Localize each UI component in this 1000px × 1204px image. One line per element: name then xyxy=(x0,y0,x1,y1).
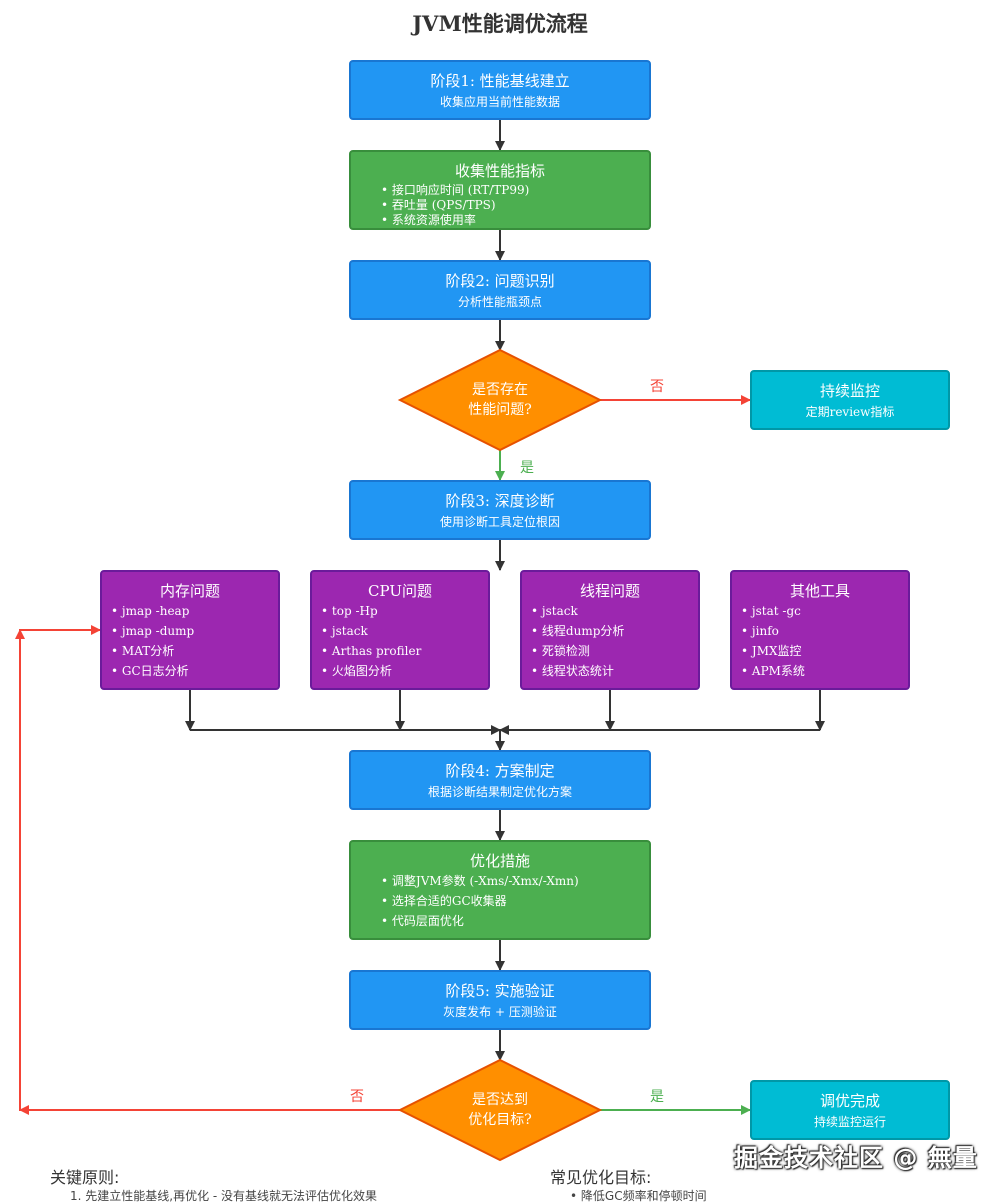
list-item: 火焰图分析 xyxy=(321,661,488,681)
thread-title: 线程问题 xyxy=(579,582,640,600)
memory-tool-list: jmap -heap jmap -dump MAT分析 GC日志分析 xyxy=(111,601,278,681)
goals-heading: 常见优化目标: xyxy=(550,1168,652,1187)
thread-tool-list: jstack 线程dump分析 死锁检测 线程状态统计 xyxy=(531,601,698,681)
monitor-subtitle: 定期review指标 xyxy=(805,405,895,419)
principles-item: 1. 先建立性能基线,再优化 - 没有基线就无法评估优化效果 xyxy=(70,1189,378,1203)
phase3-box[interactable]: 阶段3: 深度诊断 使用诊断工具定位根因 xyxy=(349,480,651,540)
decision2-no-label: 否 xyxy=(350,1089,364,1105)
list-item: jstack xyxy=(321,621,488,641)
thread-issue-box[interactable]: 线程问题 jstack 线程dump分析 死锁检测 线程状态统计 xyxy=(520,570,700,690)
monitor-title: 持续监控 xyxy=(819,382,880,400)
phase1-subtitle: 收集应用当前性能数据 xyxy=(439,95,560,109)
cpu-title: CPU问题 xyxy=(368,582,432,600)
list-item: MAT分析 xyxy=(111,641,278,661)
decision2-diamond xyxy=(397,1058,603,1162)
list-item: jstack xyxy=(531,601,698,621)
list-item: GC日志分析 xyxy=(111,661,278,681)
phase3-title: 阶段3: 深度诊断 xyxy=(445,492,555,510)
list-item: 线程状态统计 xyxy=(531,661,698,681)
decision1-text: 是否存在 性能问题? xyxy=(430,380,570,420)
decision1-diamond xyxy=(397,348,603,452)
phase4-subtitle: 根据诊断结果制定优化方案 xyxy=(427,785,572,799)
continuous-monitor-box[interactable]: 持续监控 定期review指标 xyxy=(750,370,950,430)
list-item: 调整JVM参数 (-Xms/-Xmx/-Xmn) xyxy=(381,871,649,891)
list-item: 选择合适的GC收集器 xyxy=(381,891,649,911)
list-item: top -Hp xyxy=(321,601,488,621)
list-item: 吞吐量 (QPS/TPS) xyxy=(381,198,649,213)
decision2-line1: 是否达到 xyxy=(472,1092,528,1108)
decision1-no-label: 否 xyxy=(650,379,664,395)
phase1-box[interactable]: 阶段1: 性能基线建立 收集应用当前性能数据 xyxy=(349,60,651,120)
phase4-box[interactable]: 阶段4: 方案制定 根据诊断结果制定优化方案 xyxy=(349,750,651,810)
edge-decision2-no-loop xyxy=(19,625,400,1111)
watermark: 掘金技术社区 @ 無量 xyxy=(734,1144,978,1172)
other-tools-box[interactable]: 其他工具 jstat -gc jinfo JMX监控 APM系统 xyxy=(730,570,910,690)
decision2-yes-label: 是 xyxy=(650,1089,664,1105)
decision2-text: 是否达到 优化目标? xyxy=(430,1090,570,1130)
decision2-line2: 优化目标? xyxy=(468,1112,532,1128)
decision1-yes-label: 是 xyxy=(520,460,534,476)
phase2-subtitle: 分析性能瓶颈点 xyxy=(457,295,542,309)
cpu-issue-box[interactable]: CPU问题 top -Hp jstack Arthas profiler 火焰图… xyxy=(310,570,490,690)
cpu-tool-list: top -Hp jstack Arthas profiler 火焰图分析 xyxy=(321,601,488,681)
phase1-title: 阶段1: 性能基线建立 xyxy=(430,72,570,90)
done-subtitle: 持续监控运行 xyxy=(813,1115,886,1129)
list-item: jmap -heap xyxy=(111,601,278,621)
optimize-title: 优化措施 xyxy=(469,852,530,870)
phase5-box[interactable]: 阶段5: 实施验证 灰度发布 + 压测验证 xyxy=(349,970,651,1030)
done-title: 调优完成 xyxy=(819,1092,880,1110)
principles-heading: 关键原则: xyxy=(50,1168,120,1187)
phase2-title: 阶段2: 问题识别 xyxy=(445,272,555,290)
other-title: 其他工具 xyxy=(789,582,850,600)
collect-title: 收集性能指标 xyxy=(454,162,545,180)
tuning-done-box[interactable]: 调优完成 持续监控运行 xyxy=(750,1080,950,1140)
memory-issue-box[interactable]: 内存问题 jmap -heap jmap -dump MAT分析 GC日志分析 xyxy=(100,570,280,690)
phase4-title: 阶段4: 方案制定 xyxy=(445,762,555,780)
decision1-line1: 是否存在 xyxy=(472,382,528,398)
phase5-subtitle: 灰度发布 + 压测验证 xyxy=(443,1005,557,1019)
collect-metrics-box[interactable]: 收集性能指标 接口响应时间 (RT/TP99) 吞吐量 (QPS/TPS) 系统… xyxy=(349,150,651,230)
list-item: JMX监控 xyxy=(741,641,908,661)
list-item: jinfo xyxy=(741,621,908,641)
list-item: 系统资源使用率 xyxy=(381,213,649,228)
memory-title: 内存问题 xyxy=(159,582,220,600)
phase3-subtitle: 使用诊断工具定位根因 xyxy=(439,515,560,529)
optimize-list: 调整JVM参数 (-Xms/-Xmx/-Xmn) 选择合适的GC收集器 代码层面… xyxy=(381,871,649,931)
phase2-box[interactable]: 阶段2: 问题识别 分析性能瓶颈点 xyxy=(349,260,651,320)
collect-list: 接口响应时间 (RT/TP99) 吞吐量 (QPS/TPS) 系统资源使用率 xyxy=(381,183,649,228)
list-item: jstat -gc xyxy=(741,601,908,621)
optimization-box[interactable]: 优化措施 调整JVM参数 (-Xms/-Xmx/-Xmn) 选择合适的GC收集器… xyxy=(349,840,651,940)
list-item: APM系统 xyxy=(741,661,908,681)
phase5-title: 阶段5: 实施验证 xyxy=(445,982,555,1000)
list-item: 代码层面优化 xyxy=(381,911,649,931)
list-item: 死锁检测 xyxy=(531,641,698,661)
decision1-line2: 性能问题? xyxy=(468,402,532,418)
diagram-title: JVM性能调优流程 xyxy=(412,11,588,36)
goals-item: • 降低GC频率和停顿时间 xyxy=(570,1189,707,1203)
list-item: Arthas profiler xyxy=(321,641,488,661)
list-item: jmap -dump xyxy=(111,621,278,641)
list-item: 接口响应时间 (RT/TP99) xyxy=(381,183,649,198)
other-tool-list: jstat -gc jinfo JMX监控 APM系统 xyxy=(741,601,908,681)
list-item: 线程dump分析 xyxy=(531,621,698,641)
